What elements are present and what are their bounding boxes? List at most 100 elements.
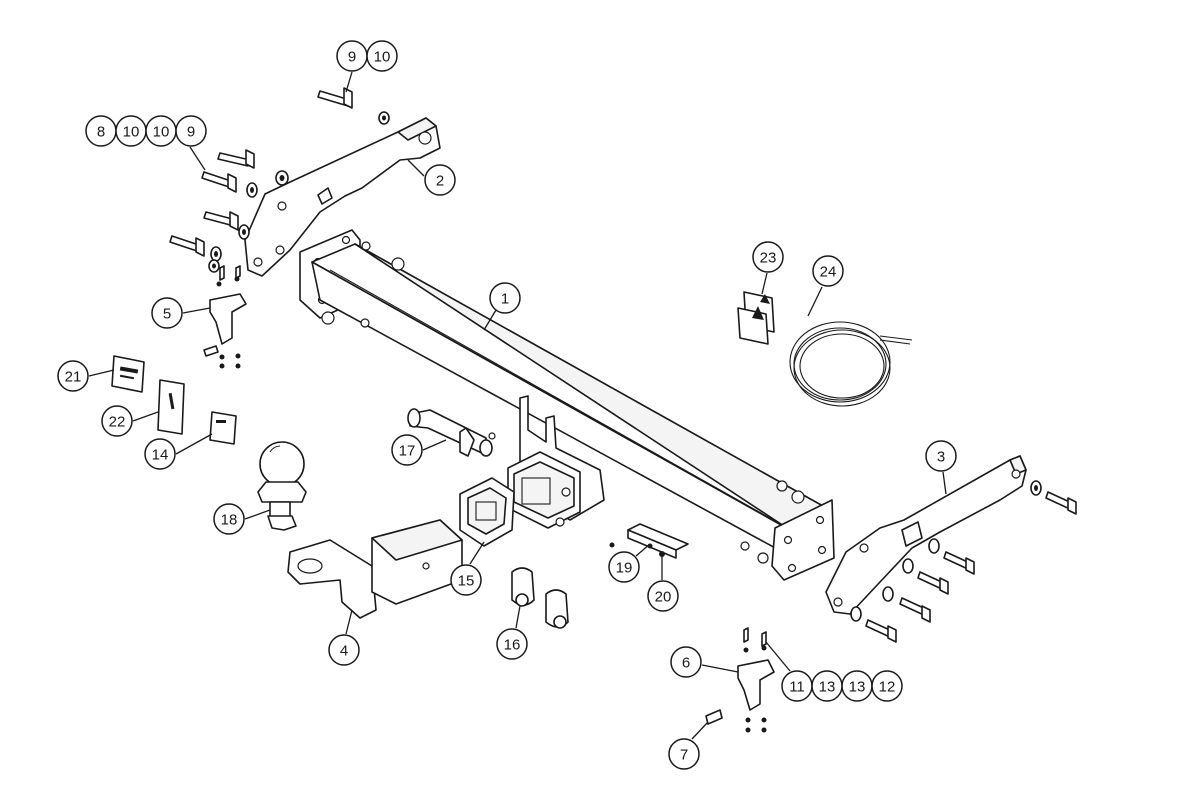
callout-13: 13: [841, 670, 873, 702]
callout-12: 12: [871, 670, 903, 702]
callout-number: 8: [97, 124, 105, 141]
callout-number: 20: [655, 589, 672, 606]
callout-23: 23: [752, 241, 784, 273]
callout-7: 7: [668, 738, 700, 770]
callout-number: 5: [163, 306, 171, 323]
part-15-hitch-cover: [459, 477, 515, 547]
callout-number: 14: [152, 447, 169, 464]
callout-1: 1: [489, 282, 521, 314]
callout-number: 13: [819, 679, 836, 696]
callout-circle: [871, 670, 903, 702]
callout-circle: [57, 360, 89, 392]
callout-9: 9: [336, 40, 368, 72]
part-21-label: [111, 355, 145, 393]
part-6-small-bracket: [737, 627, 775, 733]
callout-number: 12: [879, 679, 896, 696]
callout-circle: [328, 634, 360, 666]
leader-lines: [88, 71, 947, 740]
callout-14: 14: [144, 438, 176, 470]
part-18-tow-ball: [257, 441, 307, 531]
callout-number: 10: [123, 124, 140, 141]
callout-17: 17: [391, 434, 423, 466]
callout-circle: [101, 405, 133, 437]
callout-number: 11: [789, 679, 805, 696]
callout-number: 23: [760, 250, 777, 267]
callout-circle: [925, 440, 957, 472]
callout-number: 21: [65, 369, 82, 386]
part-22-label: [157, 379, 185, 435]
callout-circle: [812, 255, 844, 287]
callout-number: 24: [820, 264, 837, 281]
callout-circle: [450, 564, 482, 596]
callout-19: 19: [608, 551, 640, 583]
part-9-bolt-top: [317, 87, 353, 109]
callout-number: 9: [187, 124, 195, 141]
part-10-washers-left: [208, 111, 390, 273]
callout-circle: [489, 282, 521, 314]
callout-18: 18: [213, 503, 245, 535]
callout-number: 19: [616, 560, 633, 577]
callout-number: 7: [680, 747, 688, 764]
part-8-bolts-left: [169, 146, 255, 257]
part-17-pin: [407, 408, 496, 457]
callout-circle: [670, 646, 702, 678]
callout-number: 9: [348, 49, 356, 66]
callout-number: 10: [374, 49, 391, 66]
callout-16: 16: [496, 628, 528, 660]
part-2-left-side-bracket: [244, 117, 441, 277]
callout-number: 16: [504, 637, 521, 654]
callout-number: 10: [153, 124, 170, 141]
callout-22: 22: [101, 405, 133, 437]
callout-number: 17: [399, 443, 416, 460]
callout-circle: [213, 503, 245, 535]
callout-circle: [391, 434, 423, 466]
part-23-warning-labels: [737, 291, 775, 345]
callout-4: 4: [328, 634, 360, 666]
callout-21: 21: [57, 360, 89, 392]
callout-8: 8: [85, 115, 117, 147]
callout-24: 24: [812, 255, 844, 287]
callout-circle: [175, 115, 207, 147]
part-24-cable-coil: [789, 321, 913, 407]
callout-number: 15: [458, 573, 475, 590]
callout-circle: [668, 738, 700, 770]
part-19-mounting-plate: [609, 523, 689, 559]
part-3-right-side-bracket: [825, 455, 1027, 615]
callout-2: 2: [424, 164, 456, 196]
callout-number: 13: [849, 679, 866, 696]
callout-5: 5: [151, 297, 183, 329]
callout-circle: [424, 164, 456, 196]
callout-6: 6: [670, 646, 702, 678]
callout-number: 3: [937, 449, 945, 466]
callout-20: 20: [647, 580, 679, 612]
part-16-shackles: [511, 567, 569, 629]
callout-circle: [151, 297, 183, 329]
callout-circle: [496, 628, 528, 660]
part-3-bolts: [850, 480, 1077, 643]
callout-circle: [752, 241, 784, 273]
part-1-cross-beam: [299, 229, 835, 581]
callout-number: 4: [340, 643, 348, 660]
part-5-small-bracket: [203, 265, 247, 369]
callout-10: 10: [366, 40, 398, 72]
callout-3: 3: [925, 440, 957, 472]
callout-circle: [366, 40, 398, 72]
part-4-drawbar: [287, 519, 463, 619]
callout-13: 13: [811, 670, 843, 702]
callout-9: 9: [175, 115, 207, 147]
callout-10: 10: [115, 115, 147, 147]
part-14-label: [209, 411, 237, 445]
callout-number: 2: [436, 173, 444, 190]
part-7-bolt: [705, 709, 723, 725]
callout-circle: [647, 580, 679, 612]
callout-circle: [608, 551, 640, 583]
callout-number: 18: [221, 512, 238, 529]
callout-10: 10: [145, 115, 177, 147]
callout-number: 22: [109, 414, 126, 431]
callout-circle: [144, 438, 176, 470]
callout-15: 15: [450, 564, 482, 596]
callout-number: 6: [682, 655, 690, 672]
callout-number: 1: [501, 291, 509, 308]
